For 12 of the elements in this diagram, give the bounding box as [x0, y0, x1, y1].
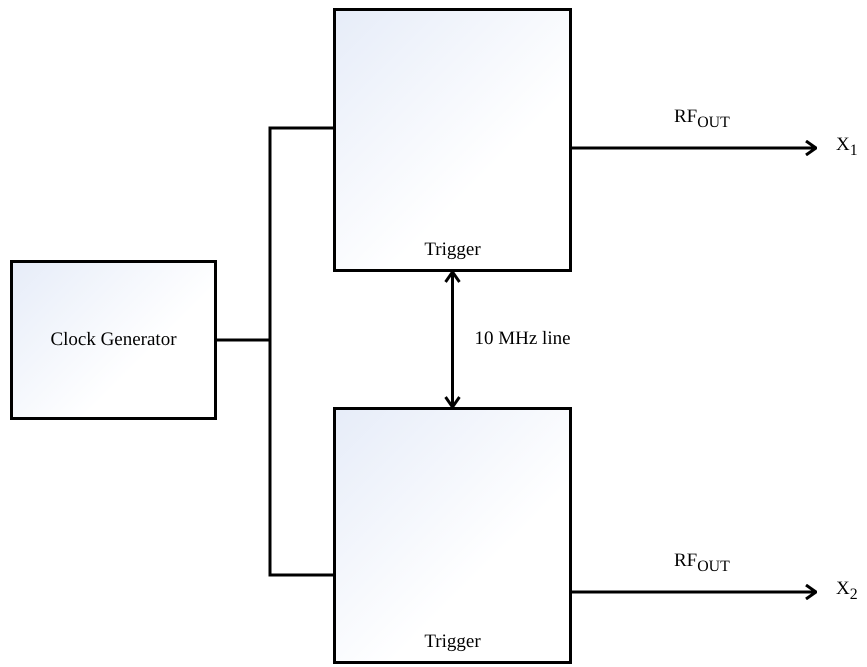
- arrow: [444, 270, 461, 408]
- process-box: [333, 407, 572, 664]
- connector-line: [217, 338, 333, 576]
- arrow: [572, 140, 818, 156]
- arrow: [572, 584, 818, 600]
- box-label: Trigger: [424, 630, 481, 654]
- output-label: X$_{1}$: [836, 134, 858, 160]
- box-label: Trigger: [424, 238, 481, 262]
- box-label: Clock Generator: [50, 328, 177, 352]
- output-label: X$_{2}$: [836, 578, 858, 604]
- process-box: [10, 260, 217, 420]
- process-box: [333, 8, 572, 272]
